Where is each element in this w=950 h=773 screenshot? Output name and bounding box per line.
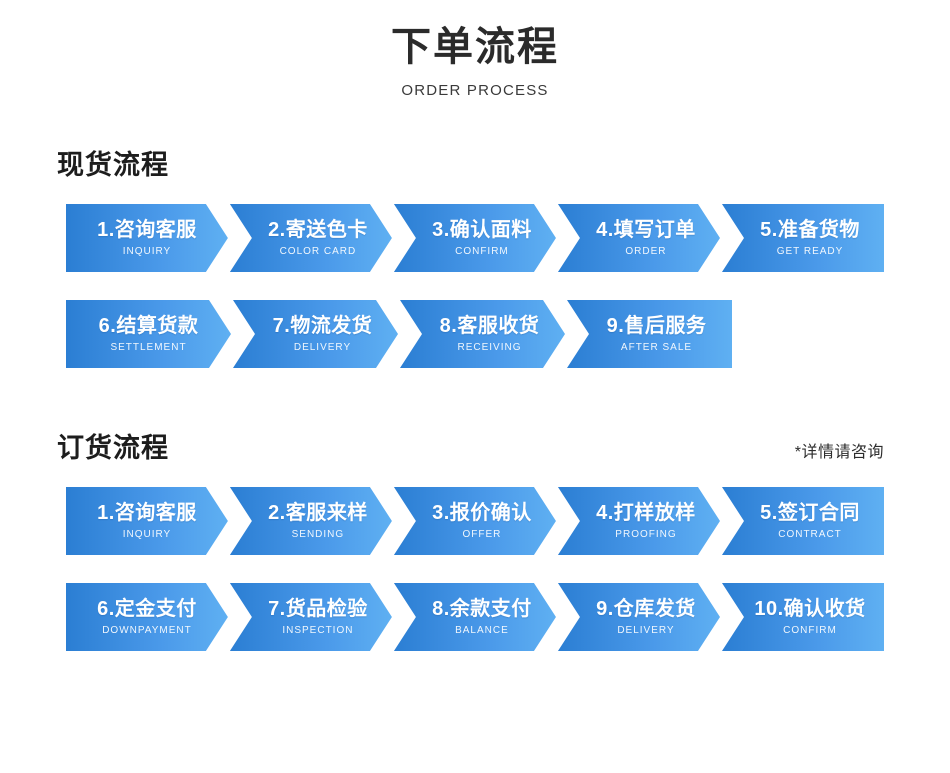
section-title: 订货流程 <box>57 433 169 463</box>
step-label-cn: 1.咨询客服 <box>97 502 197 524</box>
process-step: 7.货品检验 INSPECTION <box>230 583 392 651</box>
process-step: 8.客服收货 RECEIVING <box>400 300 565 368</box>
process-step: 6.定金支付 DOWNPAYMENT <box>66 583 228 651</box>
step-label-cn: 7.物流发货 <box>272 315 373 337</box>
process-step: 10.确认收货 CONFIRM <box>721 583 885 651</box>
step-label-cn: 6.结算货款 <box>98 315 199 337</box>
step-label-en: GET READY <box>776 246 844 257</box>
step-label-cn: 6.定金支付 <box>97 598 197 620</box>
page-title: 下单流程 <box>391 25 559 69</box>
process-step: 9.售后服务 AFTER SALE <box>567 300 732 368</box>
step-label-cn: 5.准备货物 <box>760 219 860 241</box>
section-order-process: 订货流程 *详情请咨询 1.咨询客服 INQUIRY 2.客服来样 SENDING 3.… <box>0 426 950 651</box>
step-label-en: RECEIVING <box>457 342 522 353</box>
flow-row: 1.咨询客服 INQUIRY 2.寄送色卡 COLOR CARD 3.确认面料 CONFI… <box>66 204 885 272</box>
process-step: 1.咨询客服 INQUIRY <box>66 487 228 555</box>
process-step: 5.准备货物 GET READY <box>721 204 885 272</box>
section-in-stock-process: 现货流程 1.咨询客服 INQUIRY 2.寄送色卡 COLOR CARD 3.确认面料… <box>0 143 950 368</box>
process-step: 1.咨询客服 INQUIRY <box>66 204 228 272</box>
step-label-cn: 9.仓库发货 <box>596 598 696 620</box>
step-label-cn: 4.打样放样 <box>596 502 696 524</box>
step-label-cn: 10.确认收货 <box>754 598 866 620</box>
process-step: 3.确认面料 CONFIRM <box>394 204 556 272</box>
process-step: 6.结算货款 SETTLEMENT <box>66 300 231 368</box>
step-label-cn: 4.填写订单 <box>596 219 696 241</box>
section-header: 现货流程 <box>57 143 884 182</box>
step-label-en: DELIVERY <box>293 342 352 353</box>
step-label-cn: 9.售后服务 <box>606 315 707 337</box>
step-label-en: DOWNPAYMENT <box>102 625 192 636</box>
step-label-en: INQUIRY <box>122 246 172 257</box>
section-header: 订货流程 *详情请咨询 <box>57 426 884 465</box>
step-label-en: INQUIRY <box>122 529 172 540</box>
process-step: 7.物流发货 DELIVERY <box>233 300 398 368</box>
step-label-cn: 3.确认面料 <box>432 219 532 241</box>
process-step: 2.客服来样 SENDING <box>230 487 392 555</box>
step-label-en: SETTLEMENT <box>110 342 187 353</box>
step-label-cn: 3.报价确认 <box>432 502 532 524</box>
step-label-cn: 2.寄送色卡 <box>268 219 368 241</box>
step-label-en: COLOR CARD <box>279 246 357 257</box>
process-step: 5.签订合同 CONTRACT <box>721 487 885 555</box>
process-step: 4.填写订单 ORDER <box>558 204 720 272</box>
flow-row: 6.结算货款 SETTLEMENT 7.物流发货 DELIVERY 8.客服收货 RECE… <box>66 300 884 368</box>
step-label-cn: 8.余款支付 <box>432 598 532 620</box>
step-label-en: PROOFING <box>615 529 677 540</box>
process-step: 3.报价确认 OFFER <box>394 487 556 555</box>
flow-row: 1.咨询客服 INQUIRY 2.客服来样 SENDING 3.报价确认 OFFER 4.打… <box>66 487 885 555</box>
step-label-cn: 8.客服收货 <box>439 315 540 337</box>
page-subtitle: ORDER PROCESS <box>401 82 549 99</box>
step-label-en: AFTER SALE <box>620 342 693 353</box>
section-note: *详情请咨询 <box>794 444 884 461</box>
step-label-en: INSPECTION <box>282 625 354 636</box>
step-label-en: OFFER <box>462 529 502 540</box>
step-label-en: CONFIRM <box>783 625 837 636</box>
step-label-en: CONFIRM <box>455 246 509 257</box>
step-label-en: SENDING <box>291 529 345 540</box>
process-step: 8.余款支付 BALANCE <box>394 583 556 651</box>
flow-row: 6.定金支付 DOWNPAYMENT 7.货品检验 INSPECTION 8.余款支付 B… <box>66 583 885 651</box>
step-label-en: ORDER <box>625 246 667 257</box>
step-label-en: DELIVERY <box>617 625 675 636</box>
process-step: 4.打样放样 PROOFING <box>558 487 720 555</box>
step-label-cn: 7.货品检验 <box>268 598 368 620</box>
step-label-en: BALANCE <box>455 625 509 636</box>
process-step: 9.仓库发货 DELIVERY <box>558 583 720 651</box>
process-step: 2.寄送色卡 COLOR CARD <box>230 204 392 272</box>
section-title: 现货流程 <box>57 150 169 180</box>
step-label-cn: 2.客服来样 <box>268 502 368 524</box>
step-label-cn: 1.咨询客服 <box>97 219 197 241</box>
page-header: 下单流程 ORDER PROCESS <box>0 0 950 99</box>
step-label-cn: 5.签订合同 <box>760 502 860 524</box>
step-label-en: CONTRACT <box>778 529 842 540</box>
